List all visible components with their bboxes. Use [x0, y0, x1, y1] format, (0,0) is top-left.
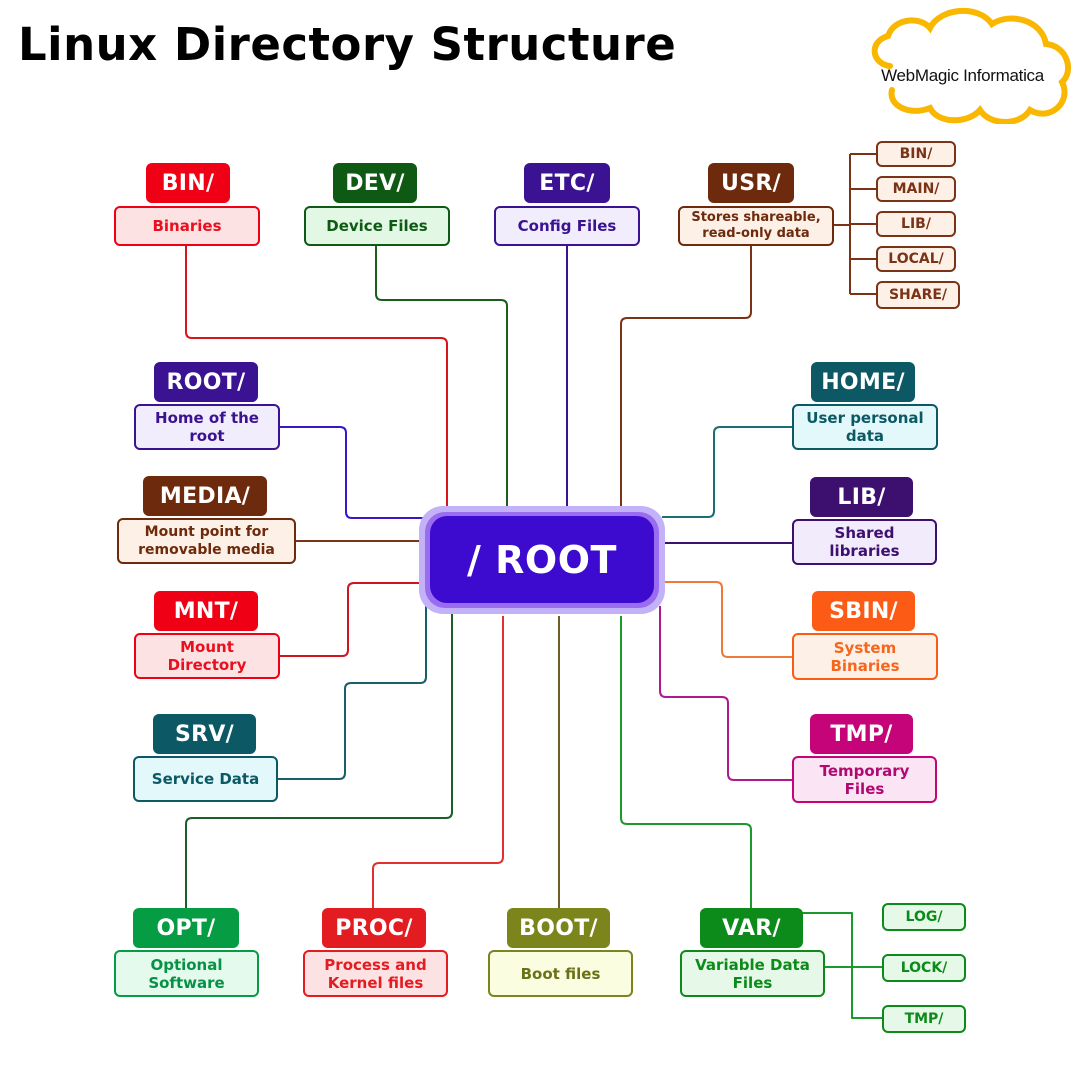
- dir-name-root[interactable]: ROOT/: [154, 362, 258, 402]
- usr-children-connector: [834, 153, 876, 295]
- dir-description-lib: Shared libraries: [792, 519, 937, 565]
- dir-description-dev: Device Files: [304, 206, 450, 246]
- connector-srv: [278, 606, 427, 780]
- usr-subdir-lib[interactable]: LIB/: [876, 211, 956, 237]
- connector-mnt: [280, 582, 420, 657]
- var-subdir-log[interactable]: LOG/: [882, 903, 966, 931]
- dir-description-boot: Boot files: [488, 950, 633, 997]
- dir-name-mnt[interactable]: MNT/: [154, 591, 258, 631]
- dir-name-home[interactable]: HOME/: [811, 362, 915, 402]
- dir-description-root: Home of the root: [134, 404, 280, 450]
- dir-description-var: Variable Data Files: [680, 950, 825, 997]
- dir-description-proc: Process and Kernel files: [303, 950, 448, 997]
- connector-bin: [185, 246, 448, 512]
- brand-name: WebMagic Informatica: [881, 66, 1044, 85]
- dir-description-opt: Optional Software: [114, 950, 259, 997]
- dir-name-media[interactable]: MEDIA/: [143, 476, 267, 516]
- connector-opt: [185, 614, 453, 908]
- dir-name-usr[interactable]: USR/: [708, 163, 794, 203]
- usr-subdir-local[interactable]: LOCAL/: [876, 246, 956, 272]
- connector-usr: [620, 246, 752, 508]
- var-subdir-tmp[interactable]: TMP/: [882, 1005, 966, 1033]
- dir-description-home: User personal data: [792, 404, 938, 450]
- connector-dev: [375, 246, 508, 508]
- page-title: Linux Directory Structure: [18, 18, 677, 71]
- connector-proc: [372, 616, 504, 908]
- root-node[interactable]: / ROOT: [419, 506, 665, 614]
- brand-logo: WebMagic Informatica: [850, 6, 1075, 124]
- dir-description-media: Mount point for removable media: [117, 518, 296, 564]
- dir-name-sbin[interactable]: SBIN/: [812, 591, 915, 631]
- dir-name-lib[interactable]: LIB/: [810, 477, 913, 517]
- dir-name-dev[interactable]: DEV/: [333, 163, 417, 203]
- connector-home: [662, 426, 792, 518]
- root-node-label: / ROOT: [430, 516, 654, 603]
- dir-name-boot[interactable]: BOOT/: [507, 908, 610, 948]
- cloud-icon: [871, 8, 1072, 124]
- dir-name-opt[interactable]: OPT/: [133, 908, 239, 948]
- dir-name-proc[interactable]: PROC/: [322, 908, 426, 948]
- var-children-connector: [802, 912, 882, 1019]
- connector-root: [280, 426, 424, 519]
- dir-description-tmp: Temporary Files: [792, 756, 937, 803]
- dir-name-srv[interactable]: SRV/: [153, 714, 256, 754]
- dir-description-sbin: System Binaries: [792, 633, 938, 680]
- connector-var: [620, 616, 752, 908]
- usr-subdir-share[interactable]: SHARE/: [876, 281, 960, 309]
- dir-name-bin[interactable]: BIN/: [146, 163, 230, 203]
- dir-description-mnt: Mount Directory: [134, 633, 280, 679]
- dir-description-usr: Stores shareable, read-only data: [678, 206, 834, 246]
- connector-tmp: [659, 606, 792, 781]
- dir-description-bin: Binaries: [114, 206, 260, 246]
- dir-description-etc: Config Files: [494, 206, 640, 246]
- usr-subdir-main[interactable]: MAIN/: [876, 176, 956, 202]
- dir-description-srv: Service Data: [133, 756, 278, 802]
- connector-sbin: [665, 581, 792, 658]
- dir-name-etc[interactable]: ETC/: [524, 163, 610, 203]
- usr-subdir-bin[interactable]: BIN/: [876, 141, 956, 167]
- dir-name-tmp[interactable]: TMP/: [810, 714, 913, 754]
- dir-name-var[interactable]: VAR/: [700, 908, 803, 948]
- var-subdir-lock[interactable]: LOCK/: [882, 954, 966, 982]
